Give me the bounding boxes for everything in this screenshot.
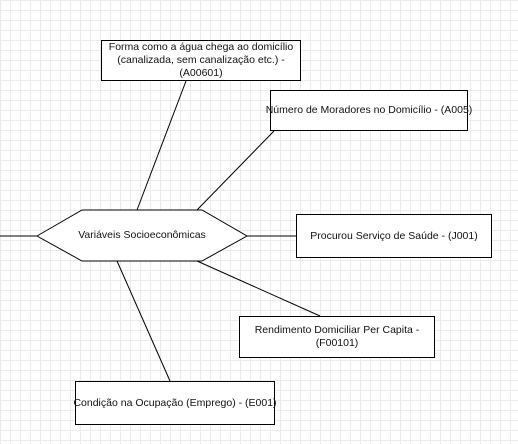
- connector-ocupacao: [116, 260, 171, 382]
- node-rendimento[interactable]: Rendimento Domiciliar Per Capita - (F001…: [239, 316, 435, 358]
- connector-moradores: [196, 130, 275, 211]
- node-saude-line-1: Procurou Serviço de Saúde - (J001): [310, 229, 478, 242]
- node-agua[interactable]: Forma como a água chega ao domicílio (ca…: [101, 40, 301, 81]
- node-saude[interactable]: Procurou Serviço de Saúde - (J001): [296, 214, 492, 258]
- node-moradores[interactable]: Número de Moradores no Domicílio - (A005…: [266, 90, 472, 131]
- hub-hexagon[interactable]: [35, 209, 249, 262]
- node-ocupacao-line-1: Condição na Ocupação (Emprego) - (E001): [73, 396, 277, 409]
- node-agua-line-1: Forma como a água chega ao domicílio: [108, 41, 294, 53]
- connector-rendimento: [196, 260, 321, 317]
- hub-label: Variáveis Socioeconômicas: [78, 229, 206, 241]
- node-ocupacao[interactable]: Condição na Ocupação (Emprego) - (E001): [73, 381, 277, 425]
- connector-agua: [136, 80, 187, 211]
- node-moradores-line-1: Número de Moradores no Domicílio - (A005…: [265, 104, 473, 116]
- node-rendimento-line-2: (F00101): [315, 337, 359, 349]
- node-agua-line-3: (A00601): [179, 67, 223, 79]
- node-agua-line-2: (canalizada, sem canalização etc.) -: [117, 54, 285, 66]
- node-rendimento-line-1: Rendimento Domiciliar Per Capita -: [254, 324, 420, 336]
